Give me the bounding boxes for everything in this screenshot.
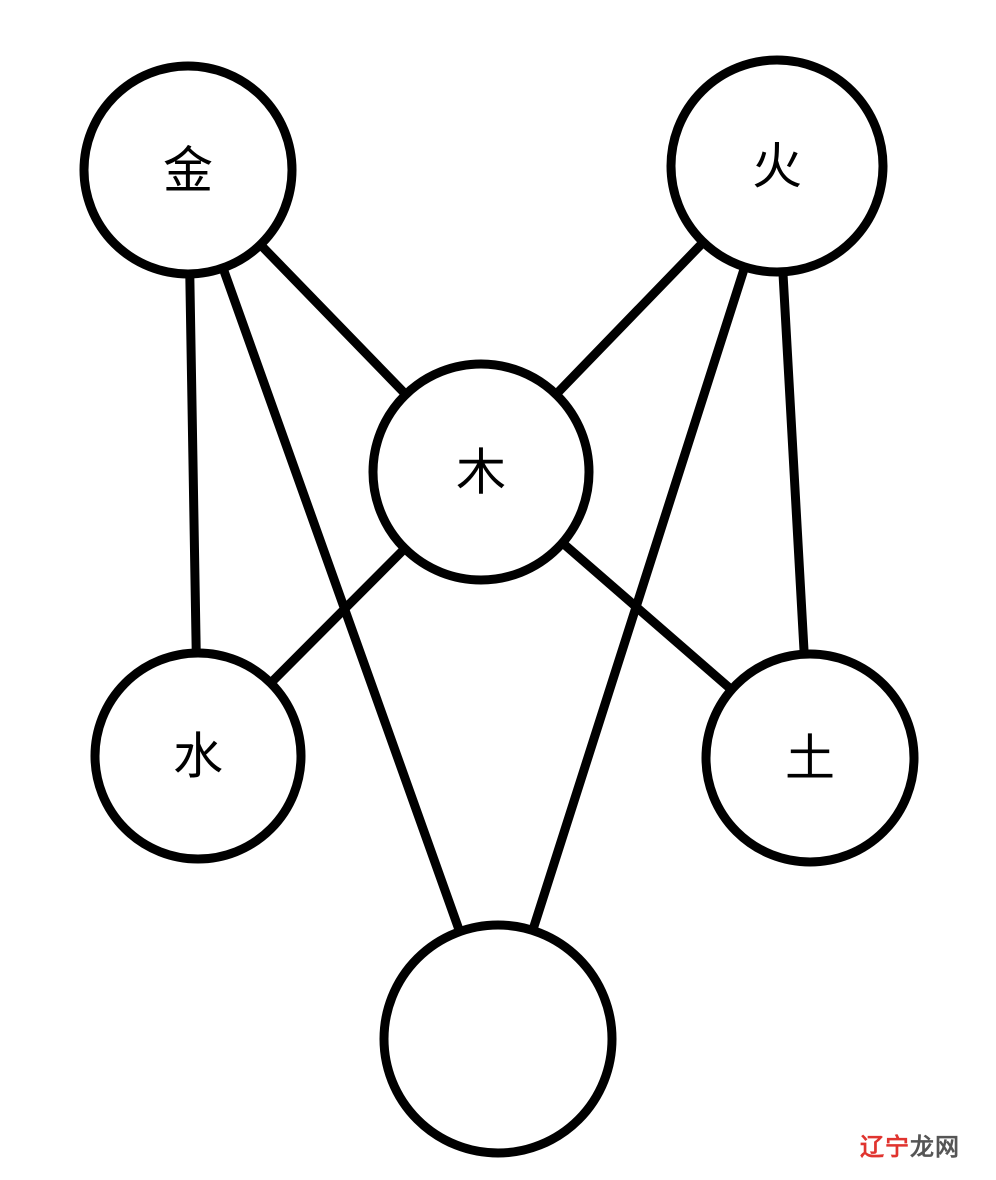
node-circle-tu: [701, 649, 919, 867]
node-jin: 金: [79, 61, 297, 279]
node-label-tu: 土: [785, 730, 835, 788]
edge-mu-shui: [266, 544, 410, 688]
node-shui: 水: [90, 648, 306, 864]
node-label-shui: 水: [173, 728, 223, 786]
edge-huo-mu: [551, 237, 708, 399]
node-mu: 木: [368, 359, 594, 585]
watermark: 辽宁龙网: [860, 1127, 960, 1162]
edge-mu-tu: [558, 538, 737, 695]
node-label-huo: 火: [752, 138, 802, 196]
node-circle-shui: [90, 648, 306, 864]
node-tu: 土: [701, 649, 919, 867]
edge-jin-shui: [185, 269, 201, 658]
edge-huo-tu: [778, 267, 809, 659]
node-label-mu: 木: [456, 444, 506, 502]
edge-jin-mu: [255, 240, 411, 399]
watermark-part-1: 辽宁: [860, 1133, 910, 1161]
node-circle-bottom: [379, 920, 617, 1158]
edge-huo-bottom: [528, 262, 750, 935]
edge-jin-bottom: [218, 263, 465, 937]
nodes-layer: 金 火木水 土: [79, 55, 919, 1158]
node-circle-jin: [79, 61, 297, 279]
node-label-jin: 金: [163, 142, 213, 200]
node-circle-huo: [666, 55, 888, 277]
edges-layer: [185, 237, 809, 937]
node-circle-mu: [368, 359, 594, 585]
node-huo: 火: [666, 55, 888, 277]
node-bottom: [379, 920, 617, 1158]
watermark-part-2: 龙网: [910, 1133, 960, 1161]
